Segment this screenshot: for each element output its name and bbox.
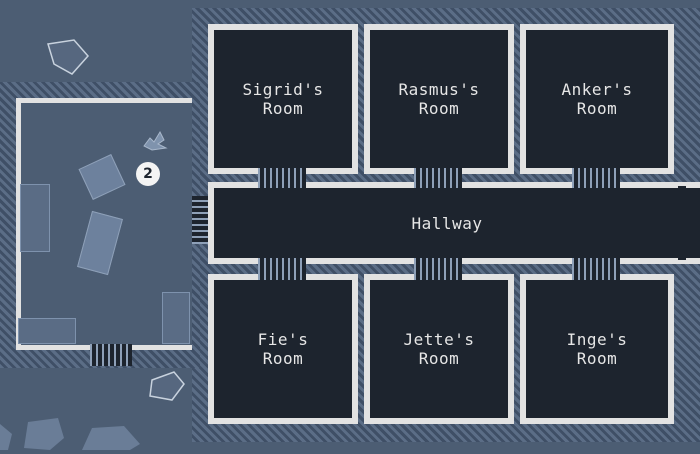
room-label-hallway: Hallway — [411, 213, 483, 233]
door-anker-hallway[interactable] — [572, 168, 620, 188]
room-label-fie: Fie's Room — [257, 330, 309, 368]
room-label-jette: Jette's Room — [403, 330, 475, 368]
door-fie-hallway[interactable] — [258, 258, 306, 280]
player-marker-badge[interactable]: 2 — [136, 162, 160, 186]
door-inge-hallway[interactable] — [572, 258, 620, 280]
room-fie[interactable]: Fie's Room — [208, 274, 358, 424]
room-hallway[interactable]: Hallway — [208, 182, 686, 264]
hallway-right-wall — [686, 182, 700, 188]
room-rasmus[interactable]: Rasmus's Room — [364, 24, 514, 174]
annex-bench-right — [162, 292, 190, 344]
room-inge[interactable]: Inge's Room — [520, 274, 674, 424]
door-sigrid-hallway[interactable] — [258, 168, 306, 188]
room-jette[interactable]: Jette's Room — [364, 274, 514, 424]
door-rasmus-hallway[interactable] — [414, 168, 462, 188]
annex-bench-bottom — [18, 318, 76, 344]
annex-sofa-left — [20, 184, 50, 252]
rock-cluster-icon — [0, 414, 150, 450]
room-label-inge: Inge's Room — [566, 330, 628, 368]
room-anker[interactable]: Anker's Room — [520, 24, 674, 174]
annex-door-bottom[interactable] — [90, 344, 132, 366]
room-label-rasmus: Rasmus's Room — [398, 80, 480, 118]
room-sigrid[interactable]: Sigrid's Room — [208, 24, 358, 174]
room-label-sigrid: Sigrid's Room — [242, 80, 324, 118]
hallway-right-wall-b — [686, 258, 700, 264]
room-label-anker: Anker's Room — [561, 80, 633, 118]
player-sprite-icon — [140, 130, 170, 154]
rock-bottom-icon — [146, 370, 188, 404]
door-jette-hallway[interactable] — [414, 258, 462, 280]
rock-top-icon — [44, 38, 92, 76]
hallway-right-wall-gap — [678, 186, 700, 260]
